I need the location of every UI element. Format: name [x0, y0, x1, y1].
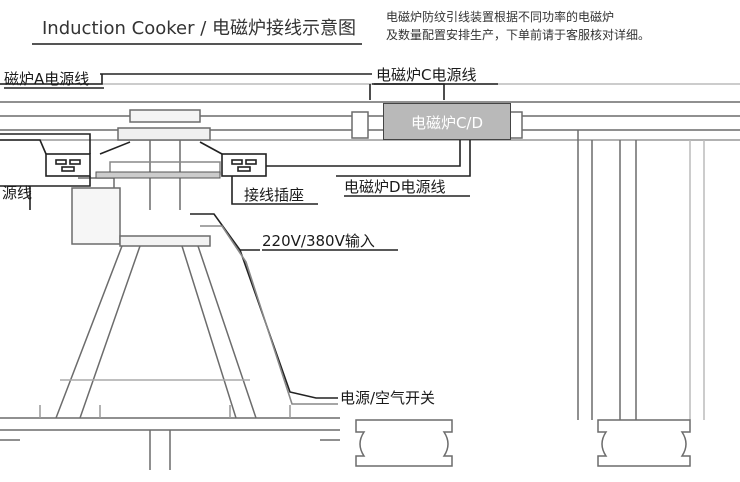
note-line-2: 及数量配置安排生产，下单前请于客服核对详细。 — [386, 28, 651, 42]
title-underline — [32, 43, 362, 45]
cooker-cd-box: 电磁炉C/D — [383, 103, 511, 140]
cooker-d-power-label: 电磁炉D电源线 — [344, 178, 446, 196]
cooker-cd-label: 电磁炉C/D — [410, 114, 484, 132]
socket-label: 接线插座 — [244, 186, 305, 204]
left-power-line-label: 源线 — [2, 184, 33, 202]
note-line-1: 电磁炉防纹引线装置根据不同功率的电磁炉 — [386, 10, 615, 24]
page-title: Induction Cooker / 电磁炉接线示意图 — [42, 18, 357, 39]
cooker-c-power-label: 电磁炉C电源线 — [376, 66, 477, 84]
cooker-a-power-label: 磁炉A电源线 — [4, 70, 90, 88]
power-air-switch-label: 电源/空气开关 — [340, 389, 436, 407]
input-voltage-label: 220V/380V输入 — [262, 232, 375, 250]
